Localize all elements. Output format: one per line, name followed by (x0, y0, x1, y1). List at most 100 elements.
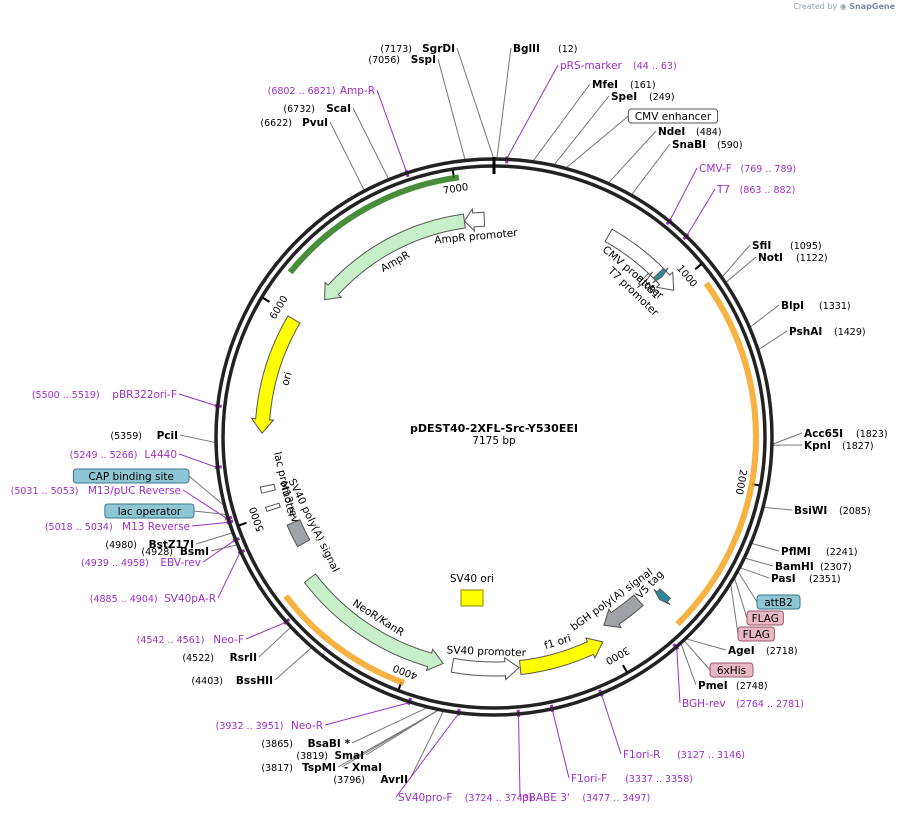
label-position: (249) (649, 92, 675, 103)
feature-box-label: CMV enhancer (635, 111, 712, 123)
label-position: (12) (558, 44, 578, 55)
label-position: (4522) (182, 653, 214, 664)
label-connector-lines (178, 47, 803, 798)
label-name: EBV-rev (160, 557, 201, 569)
feature-box-flag: FLAG (746, 610, 784, 626)
connector-line (745, 557, 774, 567)
label-name: BamHI (775, 561, 814, 573)
feature-box-attb2: attB2 (756, 594, 801, 610)
label-position: (5500 .. 5519) (32, 390, 100, 401)
primer-m13-reverse: M13 Reverse(5018 .. 5034) (45, 521, 190, 533)
primer-l4440: L4440(5249 .. 5266) (70, 449, 177, 461)
label-position: (3337 .. 3358) (625, 774, 693, 785)
site-pmei: PmeI(2748) (698, 680, 768, 692)
site-spei: SpeI(249) (611, 91, 675, 103)
feature-sv40-ori (460, 589, 484, 607)
label-name: M13 Reverse (122, 521, 190, 533)
snapgene-logo-icon: ◉ (839, 2, 847, 11)
label-name: SfiI (752, 240, 771, 252)
label-name: F1ori-R (623, 749, 660, 761)
label-name: SnaBI (672, 139, 706, 151)
feature-neo-outer (283, 594, 406, 686)
label-position: (3819) (296, 751, 328, 762)
primer-bgh-rev: BGH-rev(2764 .. 2781) (682, 698, 804, 710)
label-name: SspI (411, 54, 436, 66)
tick-mark (238, 521, 247, 527)
connector-line (676, 647, 681, 704)
label-position: (769 .. 789) (741, 164, 797, 175)
connector-line (202, 539, 236, 563)
label-position: (4542 .. 4561) (137, 635, 205, 646)
label-position: (6622) (260, 118, 292, 129)
label-position: (2351) (809, 574, 841, 585)
site-bglii: BglII (12) (513, 43, 578, 55)
label-position: (4403) (191, 676, 223, 687)
label-name: SmaI (335, 750, 365, 762)
feature-box-lac-operator: lac operator (104, 503, 195, 519)
label-name: BsaBI * (308, 738, 351, 750)
feature-box-label: FLAG (743, 629, 770, 641)
site-bstz17i: BstZ17I(4980) (105, 539, 194, 551)
connector-line (566, 115, 629, 168)
tick-label: 2000 (733, 468, 748, 495)
label-name: AvrII (380, 774, 408, 786)
feature-label: SV40 promoter (446, 644, 526, 659)
connector-line (518, 714, 521, 798)
label-name: T7 (716, 184, 730, 196)
label-position: (4939 .. 4958) (81, 558, 149, 569)
label-position: (2764 .. 2781) (736, 699, 804, 710)
label-name: AgeI (728, 645, 755, 657)
connector-line (730, 584, 739, 635)
label-name: BsiWI (794, 505, 827, 517)
connector-line (352, 107, 389, 179)
primer-neo-f: Neo-F(4542 .. 4561) (137, 634, 244, 646)
label-position: (1331) (819, 301, 851, 312)
primer-m13-puc-reverse: M13/pUC Reverse(5031 .. 5053) (11, 485, 181, 497)
feature-box-frame (627, 108, 719, 124)
feature-m13-rev (264, 502, 281, 513)
label-position: (4980) (105, 540, 137, 551)
feature-box-label: CAP binding site (88, 471, 174, 483)
connector-line (722, 244, 751, 278)
label-position: (2718) (766, 646, 798, 657)
connector-line (600, 694, 622, 755)
tick-mark (694, 263, 702, 270)
label-position: (3865) (261, 739, 293, 750)
site-pcii: PciI(5359) (110, 430, 178, 442)
site-bsmi: BsmI(4928) (141, 546, 209, 558)
label-name: pRS-marker (560, 60, 623, 72)
label-position: (3817) (261, 763, 293, 774)
label-name: NdeI (658, 126, 685, 138)
feature-f1-ori (518, 637, 604, 676)
label-name: Neo-R (291, 720, 323, 732)
label-name: CMV-F (699, 163, 732, 175)
connector-line (740, 567, 770, 579)
feature-label: SV40 ori (450, 573, 494, 585)
label-name: - XmaI (344, 762, 382, 774)
feature-box-label: attB2 (764, 597, 793, 609)
label-name: pBABE 3' (522, 792, 570, 804)
label-position: (44 .. 63) (633, 61, 677, 72)
connector-line (608, 130, 657, 184)
primer-f1ori-f: F1ori-F(3337 .. 3358) (571, 773, 693, 785)
connector-line (195, 532, 233, 545)
feature-t7-promoter (636, 271, 654, 289)
label-position: (6802 .. 6821) (268, 86, 336, 97)
label-name: BglII (513, 43, 540, 55)
feature-box-label: 6xHis (717, 665, 746, 677)
connector-line (758, 330, 788, 350)
connector-line (188, 475, 224, 506)
primer-neo-r: Neo-R(3932 .. 3951) (216, 720, 323, 732)
site-avrii: AvrII(3796) (333, 774, 408, 786)
connector-line (179, 434, 216, 443)
site-blpi: BlpI(1331) (781, 300, 851, 312)
connector-line (245, 621, 286, 640)
connector-line (683, 640, 711, 671)
connector-line (258, 627, 291, 658)
feature-box-frame (104, 503, 195, 519)
connector-line (274, 647, 312, 681)
connector-line (686, 188, 716, 236)
tick-label: 7000 (442, 182, 469, 197)
connector-line (409, 711, 444, 780)
label-position: (1122) (796, 253, 828, 264)
